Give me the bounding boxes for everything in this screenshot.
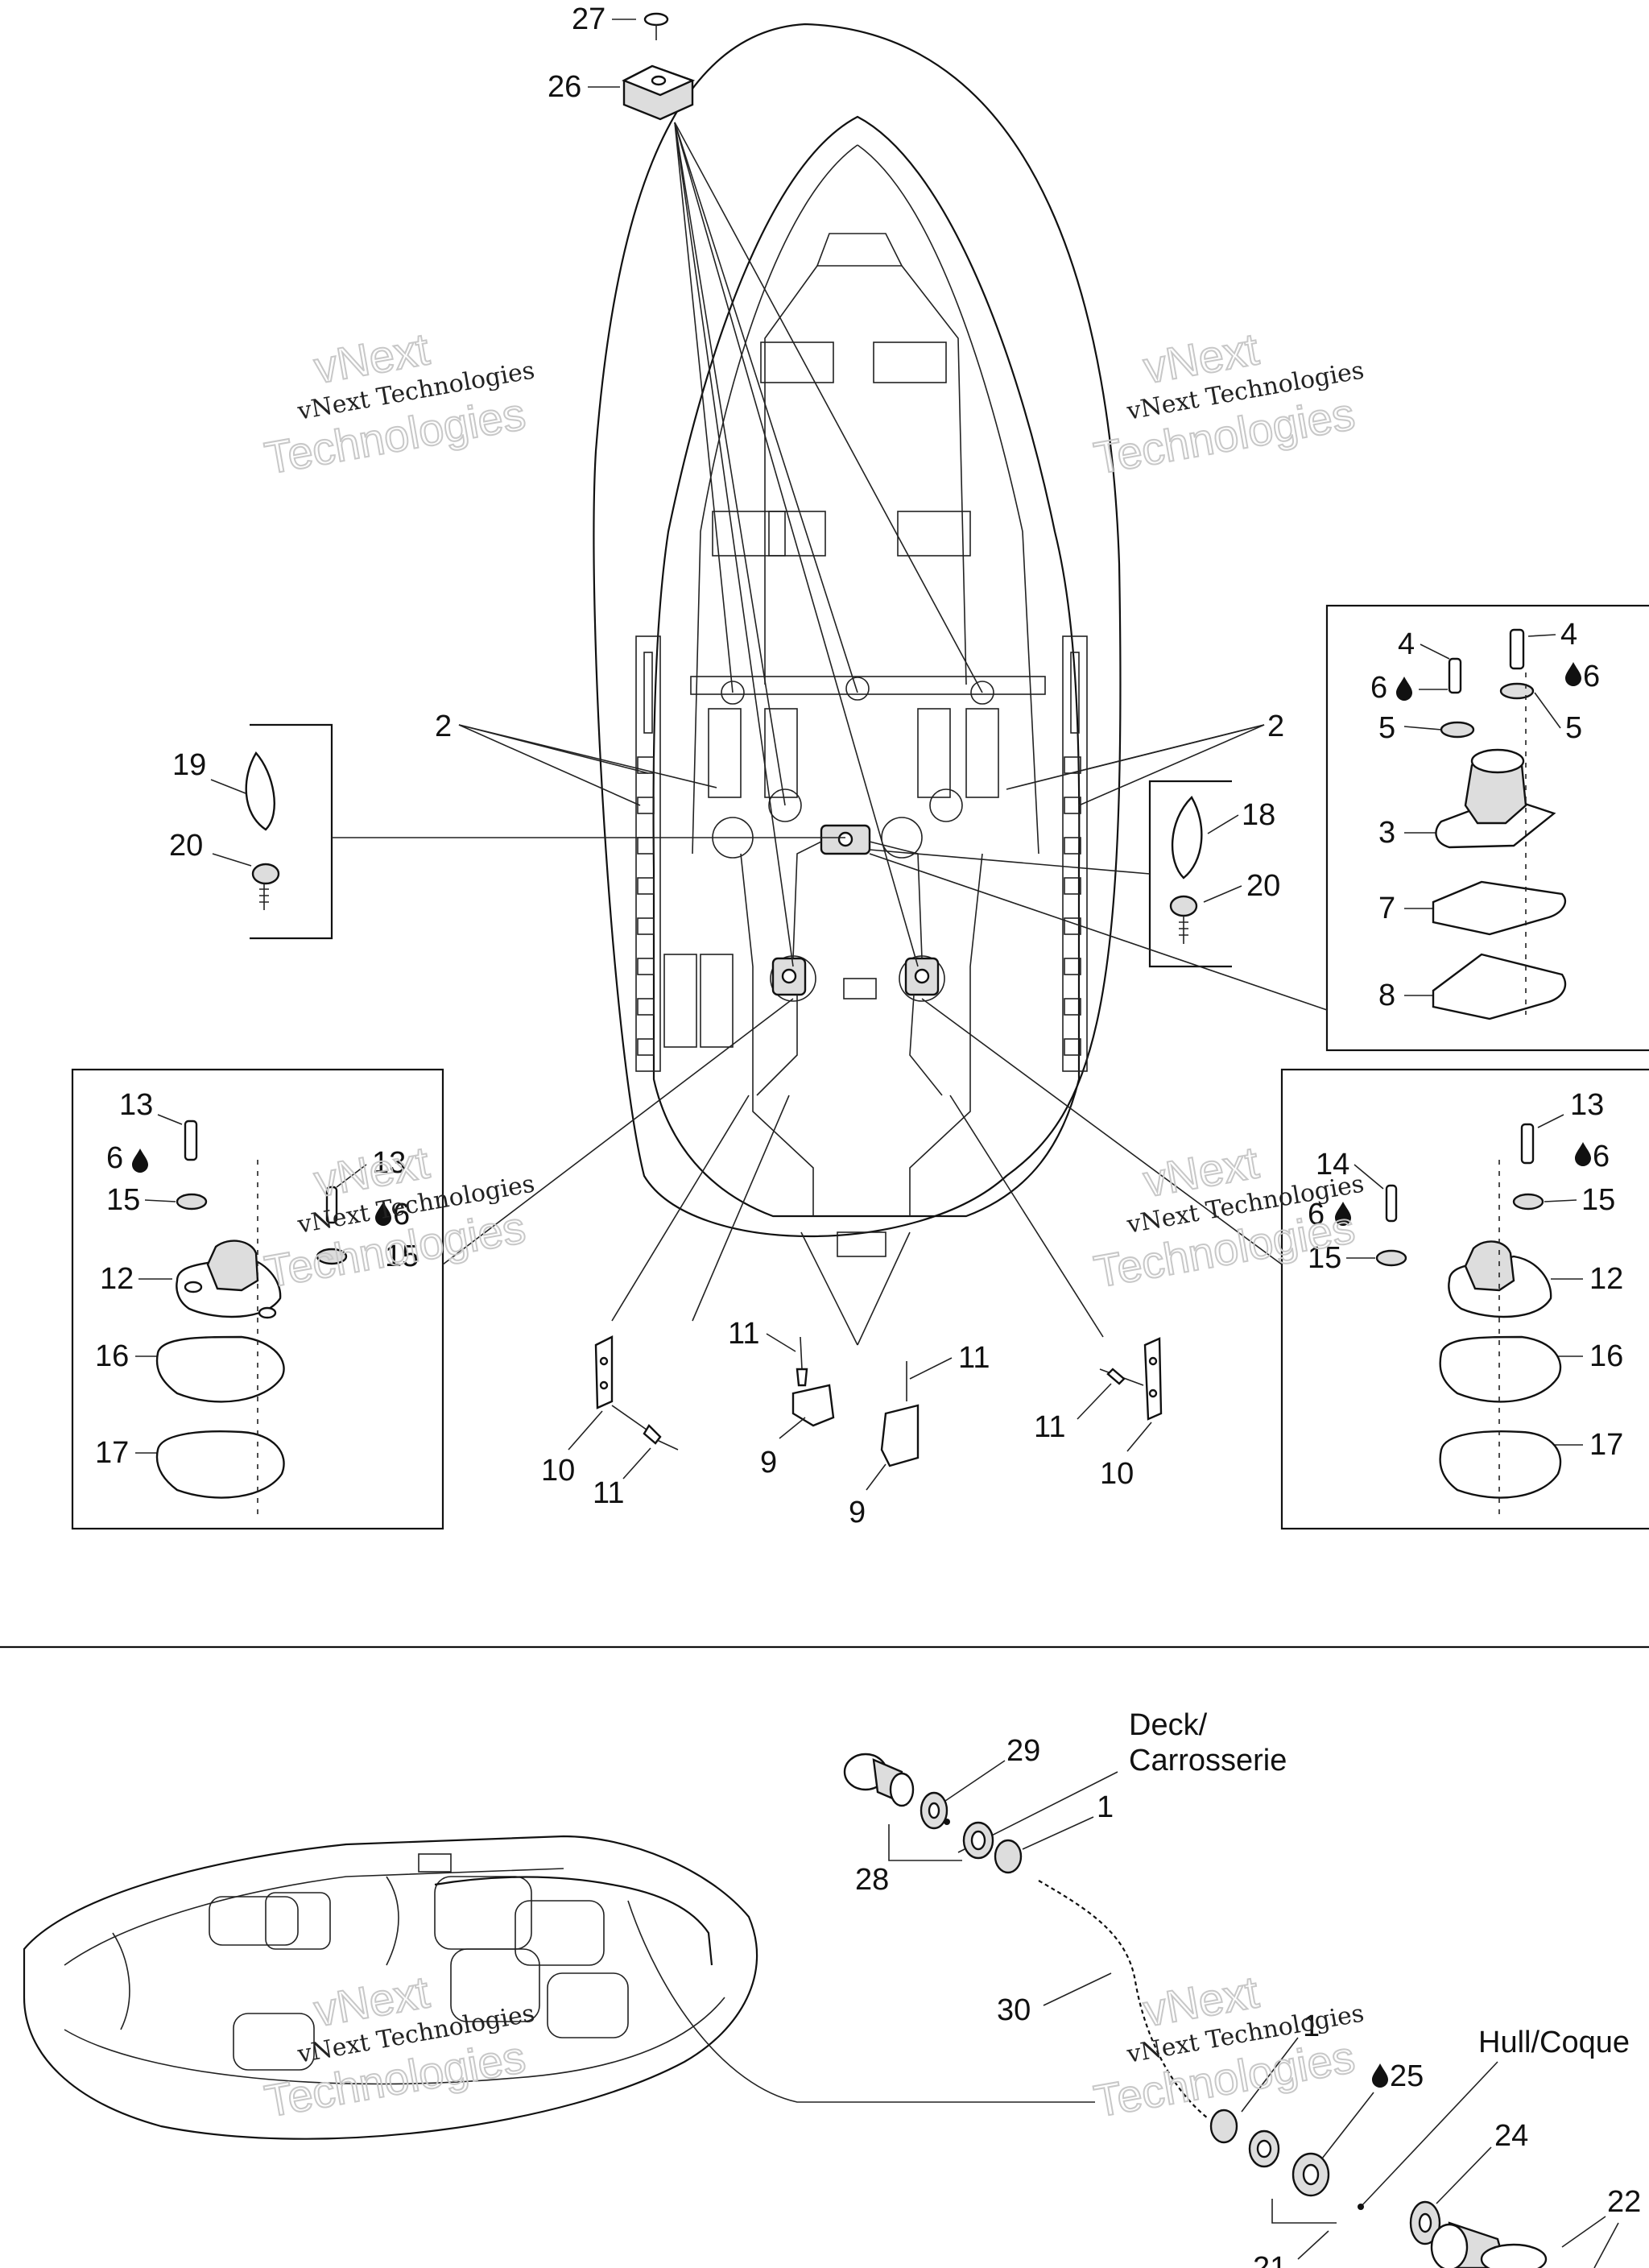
callout-20-left: 20: [169, 829, 203, 863]
callout-13-left: 13: [119, 1088, 153, 1122]
hull-label: Hull/Coque: [1478, 2026, 1630, 2059]
callout-16-left: 16: [95, 1339, 129, 1373]
callout-1-top: 1: [1097, 1790, 1114, 1824]
callout-10-left: 10: [541, 1454, 575, 1488]
callout-6-right: 6: [1583, 660, 1600, 693]
deck-label-fr: Carrosserie: [1129, 1744, 1287, 1778]
callout-4-left: 4: [1398, 627, 1415, 661]
callout-6-left-a: 6: [106, 1141, 123, 1175]
inset-box-items-12-17-left: 13 6 15 13 6 15 12 16 17: [71, 998, 794, 1530]
watercraft-deck-top-view: [593, 23, 1122, 1257]
callout-5-left: 5: [1378, 711, 1395, 745]
watercraft-isometric-view: [23, 1835, 1095, 2140]
callout-11-c: 11: [958, 1341, 990, 1375]
callout-11-b: 11: [728, 1317, 759, 1351]
callout-11-d: 11: [1034, 1410, 1065, 1444]
callout-27: 27: [572, 2, 605, 36]
callout-15-right-a: 15: [1581, 1183, 1615, 1217]
callout-15-left-a: 15: [106, 1183, 140, 1217]
callout-17-left: 17: [95, 1436, 129, 1470]
watermark-top-left: vNext vNext Technologies Technologies: [260, 322, 537, 484]
callout-2-left: 2: [435, 710, 452, 743]
callout-6-right-a: 6: [1593, 1140, 1610, 1173]
callout-20-right: 20: [1246, 869, 1280, 903]
callout-13-left-b: 13: [372, 1146, 406, 1180]
callout-28: 28: [855, 1863, 889, 1897]
loctite-drop-icon: [132, 1148, 148, 1173]
callout-12-left: 12: [100, 1262, 134, 1296]
callout-30: 30: [997, 1993, 1031, 2027]
callout-21: 21: [1253, 2251, 1287, 2268]
item-19-20-tie-and-screw-left: 19 20: [169, 723, 845, 940]
callout-4-right: 4: [1560, 618, 1577, 652]
item-26-27-pad-and-rivet: 27 26: [548, 2, 983, 967]
loctite-drop-icon: [1372, 2063, 1388, 2088]
inset-box-items-12-17-right: 13 6 15 14 6 15 12 16 17: [921, 998, 1649, 1530]
callout-16-right: 16: [1589, 1339, 1623, 1373]
callout-1-bottom: 1: [1303, 2009, 1320, 2043]
callout-8: 8: [1378, 979, 1395, 1012]
callout-2-right: 2: [1267, 710, 1284, 743]
footwell-rungs-left: [637, 756, 655, 1056]
callout-7: 7: [1378, 892, 1395, 925]
watermark-bottom-right: vNext vNext Technologies Technologies: [1089, 1965, 1366, 2127]
loctite-drop-icon: [1565, 662, 1581, 686]
callout-15-left-b: 15: [385, 1240, 419, 1273]
item-2-callouts: 2 2: [435, 710, 1284, 806]
vent-hose-exploded: Deck/ Carrosserie 29 1 28 30 1 2: [843, 1708, 1641, 2268]
callout-10-right: 10: [1100, 1457, 1134, 1491]
callout-14: 14: [1316, 1148, 1349, 1182]
callout-9-b: 9: [849, 1496, 866, 1529]
inset-box-items-3-8: 4 4 6 6 5 5 3 7 8: [869, 604, 1649, 1052]
watermark-mid-left: vNext vNext Technologies Technologies: [260, 1136, 537, 1297]
watermark-bottom-left: vNext vNext Technologies Technologies: [260, 1965, 537, 2127]
callout-5-right: 5: [1565, 711, 1582, 745]
callout-17-right: 17: [1589, 1428, 1623, 1462]
callout-29: 29: [1006, 1734, 1040, 1768]
callout-26: 26: [548, 70, 581, 104]
watermark-top-right: vNext vNext Technologies Technologies: [1089, 322, 1366, 484]
callout-12-right: 12: [1589, 1262, 1623, 1296]
callout-24: 24: [1494, 2119, 1528, 2153]
vent-hose-route: [434, 1876, 713, 1966]
item-18-20-tie-and-screw-right: 18 20: [869, 780, 1280, 968]
callout-6-left: 6: [1370, 671, 1387, 705]
callout-3: 3: [1378, 816, 1395, 850]
callout-25: 25: [1390, 2059, 1424, 2093]
callout-9-a: 9: [760, 1446, 777, 1480]
deck-label-en: Deck/: [1129, 1708, 1208, 1742]
items-9-10-11-clips: 10 11 11 9 11 9 11 10: [541, 1095, 1163, 1529]
callout-6-right-b: 6: [1308, 1198, 1325, 1231]
loctite-drop-icon: [1396, 677, 1412, 701]
callout-18: 18: [1242, 798, 1275, 832]
loctite-drop-icon: [1575, 1142, 1591, 1166]
callout-6-left-b: 6: [393, 1198, 410, 1231]
callout-15-right-b: 15: [1308, 1241, 1341, 1275]
callout-13-right: 13: [1570, 1088, 1604, 1122]
callout-22: 22: [1607, 2185, 1641, 2219]
callout-11-a: 11: [593, 1476, 624, 1510]
callout-19: 19: [172, 748, 206, 782]
